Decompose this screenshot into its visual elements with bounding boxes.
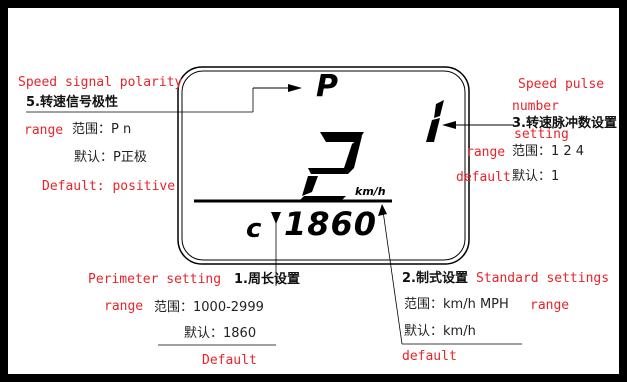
perimeter-arrow (271, 212, 281, 224)
polarity-range-cn: 范围：P n (72, 122, 132, 137)
circumference-readout: 1860 (284, 205, 378, 243)
circumference-prefix: c (246, 214, 262, 244)
polarity-arrow (288, 84, 302, 92)
leader-lines (26, 66, 522, 346)
standard-title-en: Standard settings (476, 271, 610, 286)
perimeter-default-cn: 默认：1860 (184, 326, 257, 341)
pulse-default-en: default (456, 170, 511, 185)
polarity-default-cn: 默认：P正极 (74, 150, 147, 165)
standard-title-cn: 2.制式设置 (402, 271, 468, 286)
pulse-digit-1 (426, 100, 444, 142)
perimeter-range-cn: 范围：1000-2999 (154, 300, 264, 315)
speed-digit-value: 2 (308, 128, 309, 129)
pulse-digit-value: 1 (432, 104, 433, 105)
perimeter-range-en: range (104, 299, 144, 314)
standard-range-en: range (530, 298, 570, 313)
pulse-title-en-2: number (512, 99, 559, 114)
standard-arrow (378, 204, 387, 216)
speed-digit-2 (298, 132, 364, 202)
polarity-default-en: Default: positive (42, 179, 176, 194)
standard-leader (382, 210, 403, 345)
polarity-readout: P (316, 69, 338, 104)
pulse-arrow (442, 121, 456, 129)
pulse-title-cn: 3.转速脉冲数设置 (512, 116, 617, 131)
standard-default-cn: 默认：km/h (404, 324, 476, 339)
pulse-default-cn: 默认：1 (512, 169, 560, 184)
polarity-title-en: Speed signal polarity (18, 75, 183, 90)
lcd-outline-outer (177, 66, 470, 265)
polarity-title-cn: 5.转速信号极性 (26, 95, 118, 110)
standard-range-cn: 范围：km/h MPH (404, 297, 509, 312)
pulse-range-cn: 范围：1 2 4 (512, 144, 585, 159)
perimeter-title-cn: 1.周长设置 (234, 272, 300, 287)
pulse-title-en-1: Speed pulse (518, 77, 605, 92)
standard-default-en: default (402, 349, 457, 364)
diagram-canvas: P km/h c 1860 Speed signal polarity 5.转速… (8, 8, 619, 374)
perimeter-default-en: Default (202, 353, 257, 368)
unit-readout: km/h (355, 185, 386, 198)
lcd-outline-inner (181, 70, 466, 261)
pulse-range-en: range (466, 145, 506, 160)
pulse-title-en-3: setting (514, 127, 569, 142)
perimeter-title-en: Perimeter setting (88, 272, 222, 287)
polarity-range-en: range (24, 123, 64, 138)
